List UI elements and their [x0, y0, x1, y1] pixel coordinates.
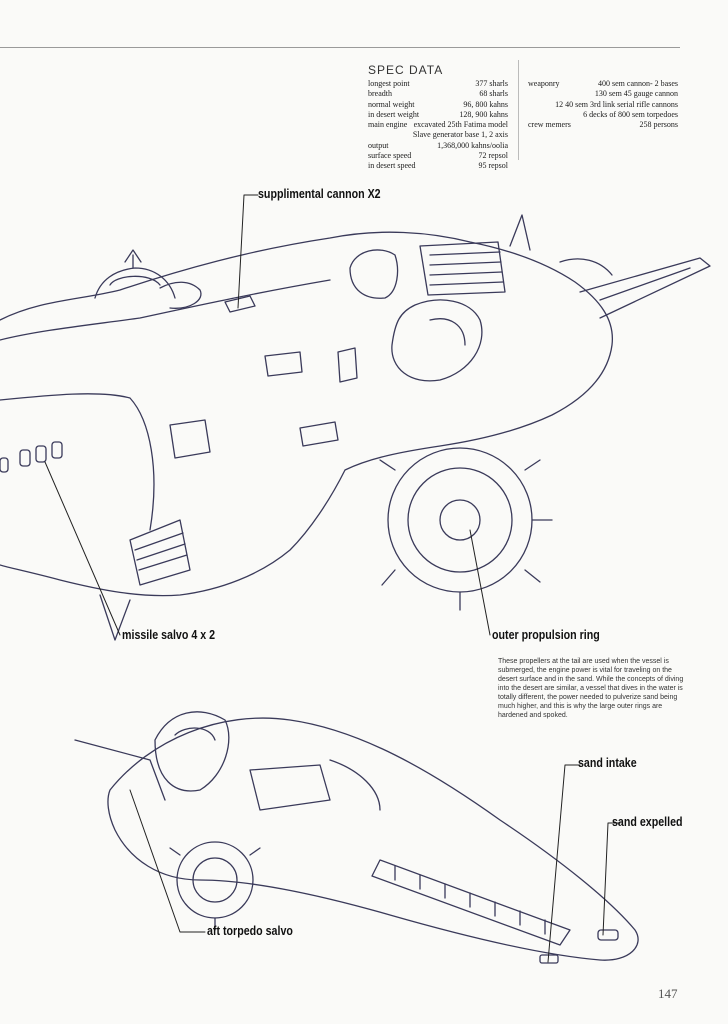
spec-row: breadth 68 sharls: [368, 89, 508, 99]
spec-value: 1,368,000 kahns/oolia: [437, 140, 508, 150]
spec-value: 377 sharls: [475, 79, 508, 88]
spec-row: Slave generator base 1, 2 axis: [368, 130, 508, 140]
spec-value: 130 sem 45 gauge cannon: [594, 89, 678, 99]
spec-label: breadth: [368, 89, 392, 99]
spec-row: surface speed 72 repsol: [368, 151, 508, 161]
spec-value: 400 sem cannon- 2 bases: [598, 79, 678, 88]
spec-value: 12 40 sem 3rd link serial rifle cannons: [555, 99, 678, 109]
propulsion-note: These propellers at the tail are used wh…: [498, 658, 684, 719]
spec-value: 72 repsol: [478, 151, 508, 161]
spec-row: main engine excavated 25th Fatima model: [368, 120, 508, 130]
spec-label: weaponry: [528, 79, 560, 88]
page-number: 147: [658, 986, 678, 1001]
spec-value: 95 repsol: [478, 161, 508, 171]
spec-value: 6 decks of 800 sem torpedoes: [583, 109, 678, 119]
callout-supplimental-cannon: supplimental cannon X2: [258, 186, 381, 201]
spec-left-column: longest point 377 sharls breadth 68 sharls…: [368, 79, 508, 172]
spec-row: output 1,368,000 kahns/oolia: [368, 141, 508, 151]
spec-value: 96, 800 kahns: [463, 99, 508, 109]
spec-row: 6 decks of 800 sem torpedoes: [528, 110, 678, 120]
spec-value: 258 persons: [639, 120, 678, 130]
top-rule: [0, 47, 680, 48]
leader-lines: [44, 194, 621, 963]
callout-sand-expelled: sand expelled: [612, 814, 683, 829]
spec-label: in desert weight: [368, 109, 420, 119]
spec-right-column: weaponry 400 sem cannon- 2 bases 130 sem …: [528, 79, 678, 172]
spec-value: Slave generator base 1, 2 axis: [412, 130, 508, 140]
spec-row: normal weight 96, 800 kahns: [368, 100, 508, 110]
spec-value: excavated 25th Fatima model: [413, 120, 508, 130]
callout-outer-propulsion-ring: outer propulsion ring: [492, 627, 600, 642]
spec-row: in desert weight 128, 900 kahns: [368, 110, 508, 120]
lower-vessel-drawing: [74, 711, 639, 964]
spec-row: in desert speed 95 repsol: [368, 161, 508, 171]
callout-sand-intake: sand intake: [578, 755, 637, 770]
spec-row: weaponry 400 sem cannon- 2 bases: [528, 79, 678, 89]
spec-value: 128, 900 kahns: [459, 109, 508, 119]
spec-row: 130 sem 45 gauge cannon: [528, 89, 678, 99]
spec-row: 12 40 sem 3rd link serial rifle cannons: [528, 100, 678, 110]
spec-value: 68 sharls: [479, 89, 508, 99]
spec-label: normal weight: [368, 99, 415, 109]
spec-row: crew memers 258 persons: [528, 120, 678, 130]
spec-label: output: [368, 140, 389, 150]
callout-missile-salvo: missile salvo 4 x 2: [122, 627, 216, 642]
spec-label: crew memers: [528, 120, 571, 130]
spec-title: SPEC DATA: [368, 63, 444, 77]
spec-label: in desert speed: [368, 161, 416, 171]
upper-vessel-drawing: [0, 214, 711, 641]
spec-divider: [518, 60, 519, 160]
spec-row: longest point 377 sharls: [368, 79, 508, 89]
spec-label: longest point: [368, 79, 410, 88]
spec-data-block: SPEC DATA longest point 377 sharls breadt…: [368, 63, 688, 172]
spec-label: surface speed: [368, 151, 412, 161]
callout-aft-torpedo-salvo: aft torpedo salvo: [207, 923, 293, 938]
spec-label: main engine: [368, 120, 408, 130]
